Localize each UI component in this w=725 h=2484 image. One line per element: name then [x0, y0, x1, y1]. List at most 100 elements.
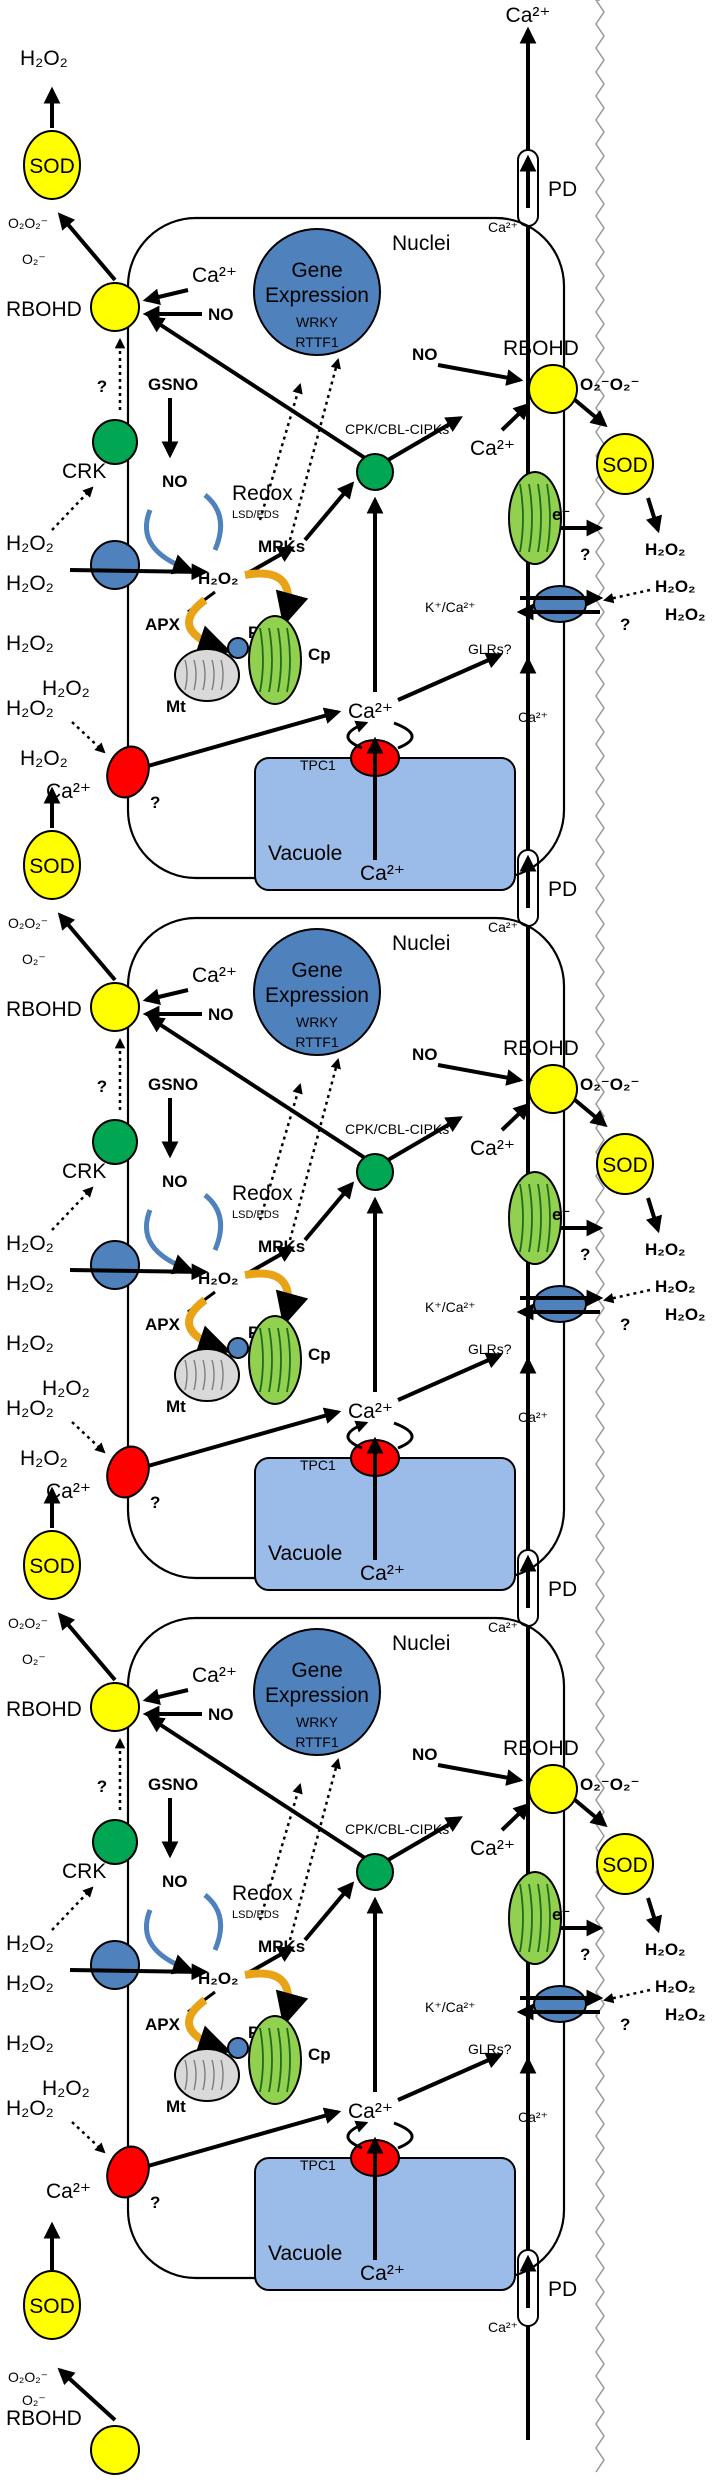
ca-channel-left-label: Ca²⁺	[46, 2180, 91, 2203]
gene-label-2: Expression	[265, 984, 369, 1007]
sod-right-label: SOD	[602, 1154, 648, 1177]
lsd-eds-label: LSD/EDS	[232, 509, 279, 521]
cell-unit: RBOHDO₂O₂⁻O₂⁻SODH₂O₂Ca²⁺NOGeneExpression…	[6, 1447, 706, 2291]
h2o2-top-left: H₂O₂	[20, 1447, 68, 1470]
ca-label-rbohd: Ca²⁺	[192, 1664, 237, 1687]
h2o2-dotted-src: H₂O₂	[42, 677, 90, 700]
question-ca-left: ?	[150, 2193, 160, 2212]
cpk-to-rbohd-right-arrow	[386, 1816, 463, 1862]
vacuole-label: Vacuole	[268, 842, 342, 865]
h2o2-top-left: H₂O₂	[20, 47, 68, 70]
sod-left	[23, 830, 81, 900]
sod-right	[596, 433, 654, 495]
rbohd-to-sod-arrow	[57, 1612, 117, 1682]
question-mark-crk: ?	[97, 1777, 107, 1796]
ca-to-rbohd-right-arrow	[500, 1802, 531, 1832]
h2o2-right-1: H₂O₂	[645, 1940, 686, 1959]
rbohd-bottom	[90, 2425, 140, 2475]
o2-minus-left: O₂⁻	[22, 251, 46, 267]
sod-left-label: SOD	[29, 155, 75, 178]
question-right-upper: ?	[580, 545, 590, 564]
h2o2-to-mpks-arrow	[249, 1246, 295, 1274]
no-label-left: NO	[208, 305, 234, 324]
no-cycle-arrow	[143, 1209, 194, 1275]
h2o2-channel-label: H₂O₂	[6, 572, 54, 595]
cp-label: Cp	[308, 645, 331, 664]
no-label-left: NO	[208, 1705, 234, 1724]
ca-to-glrs-arrow	[397, 2052, 504, 2102]
question-right-lower: ?	[620, 615, 630, 634]
no-cycle-arrow-2	[203, 493, 224, 551]
no-label-right: NO	[412, 1745, 438, 1764]
redox-label: Redox	[232, 1882, 293, 1905]
no-to-rbohd-right-arrow	[437, 1763, 524, 1786]
ca-label-rbohd: Ca²⁺	[192, 264, 237, 287]
ca-kca-label: Ca²⁺	[518, 2109, 548, 2125]
cell-unit: RBOHDO₂O₂⁻O₂⁻SODH₂O₂Ca²⁺NOGeneExpression…	[6, 747, 706, 1591]
no-label-right: NO	[412, 345, 438, 364]
ca-cytosol-label: Ca²⁺	[348, 700, 393, 723]
redox-to-gene-dotted	[258, 382, 303, 521]
ca-channel-to-cytosol-arrow	[147, 707, 342, 768]
orange-cycle-arrow-2	[244, 569, 309, 627]
question-right-lower: ?	[620, 2015, 630, 2034]
sod-right-label: SOD	[602, 454, 648, 477]
lsd-eds-label: LSD/EDS	[232, 1209, 279, 1221]
k-ca-channel	[533, 1985, 587, 2023]
sod-bottom	[23, 2270, 81, 2340]
crk-circle	[92, 1819, 138, 1865]
nuclei-label: Nuclei	[392, 1632, 450, 1655]
o2-minus-left: O₂⁻	[22, 951, 46, 967]
cpk-circle	[356, 453, 394, 491]
rbohd-to-sod-right-arrow	[573, 398, 608, 428]
h2o2-to-mpks-arrow	[249, 546, 295, 574]
mpks-to-cpk-arrow	[303, 1881, 355, 1942]
cpk-to-rbohd-right-arrow	[386, 416, 463, 462]
pd-ca-label: Ca²⁺	[488, 1619, 518, 1635]
h2o2-channel-label: H₂O₂	[6, 1272, 54, 1295]
apx-label: APX	[145, 1315, 181, 1334]
tpc1-label: TPC1	[300, 1457, 336, 1473]
o2-minus-bottom: O₂⁻	[22, 2392, 46, 2408]
peroxisome	[227, 637, 249, 659]
mt-label: Mt	[166, 1397, 186, 1416]
rbohd-bottom-label: RBOHD	[6, 2407, 82, 2430]
h2o2-to-ca-channel-dotted	[71, 721, 106, 754]
h2o2-right-3: H₂O₂	[665, 605, 706, 624]
tpc1-feedback-arrow-2	[393, 721, 414, 750]
tpc1-feedback-arrow	[346, 2120, 369, 2150]
mitochondrion	[174, 648, 240, 702]
cp-label: Cp	[308, 2045, 331, 2064]
nucleus	[253, 1628, 381, 1756]
nucleus	[253, 928, 381, 1056]
o2-label-left: O₂O₂⁻	[8, 1615, 48, 1631]
ca-label-right: Ca²⁺	[470, 1837, 515, 1860]
glrs-label: GLRs?	[468, 2041, 512, 2057]
sod-right-to-h2o2-arrow	[645, 1897, 663, 1934]
mitochondrion	[174, 2048, 240, 2102]
crk-label: CRK	[62, 1160, 106, 1183]
no-cycle-arrow	[143, 1909, 194, 1975]
k-ca-channel	[533, 1285, 587, 1323]
cpk-circle	[356, 1853, 394, 1891]
rbohd-right	[528, 1764, 578, 1814]
gene-label-2: Expression	[265, 284, 369, 307]
crk-circle	[92, 419, 138, 465]
rbohd-right-label: RBOHD	[503, 1737, 579, 1760]
crk-circle	[92, 1119, 138, 1165]
sod-right-to-h2o2-arrow	[645, 1197, 663, 1234]
ca-channel-left	[106, 2145, 150, 2199]
h2o2-dotted-src: H₂O₂	[42, 1377, 90, 1400]
vacuole-ca-label: Ca²⁺	[360, 862, 405, 885]
h2o2-channel-left	[90, 540, 140, 590]
h2o2-to-mpks-arrow	[249, 1946, 295, 1974]
e-minus-label: e⁻	[552, 1205, 570, 1224]
h2o2-to-kca-dotted	[602, 588, 651, 604]
h2o2-to-kca-dotted	[602, 1288, 651, 1304]
sod-left	[23, 130, 81, 200]
chloroplast-left	[248, 1315, 302, 1405]
vacuole-label: Vacuole	[268, 2242, 342, 2265]
ca-to-rbohd-right-arrow	[500, 402, 531, 432]
